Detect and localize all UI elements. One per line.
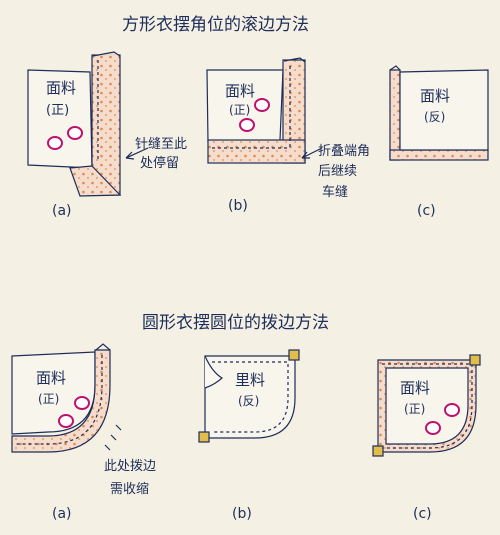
marker-dot [74, 396, 90, 410]
fabric-label: 面料 [36, 369, 66, 387]
note-text: 车缝 [322, 184, 348, 200]
side-label: (反) [238, 394, 259, 408]
side-label: (反) [424, 110, 445, 124]
note-text: 处停留 [140, 155, 179, 171]
marker-dot [444, 403, 460, 417]
binding-fold [389, 65, 401, 71]
fabric-label: 面料 [420, 87, 450, 105]
lining-panel [204, 355, 296, 439]
binding-end [469, 354, 481, 366]
pointer-arrow [301, 147, 323, 159]
binding-fold [283, 57, 306, 63]
note-text: 针缝至此 [135, 137, 187, 152]
figure-2c [372, 354, 481, 457]
figure-caption: (b) [232, 506, 252, 522]
marker-dot [67, 126, 83, 140]
binding-end [288, 349, 300, 361]
section-2-title: 圆形衣摆圆位的拨边方法 [142, 313, 329, 333]
pointer-arrow [125, 147, 149, 159]
note-text: 折叠端角 [318, 144, 370, 159]
figure-1a [27, 51, 149, 197]
figure-caption: (a) [52, 506, 72, 522]
ease-marks [104, 424, 122, 451]
side-label: (正) [46, 103, 69, 118]
marker-dot [58, 414, 74, 428]
marker-dot [47, 136, 63, 150]
figure-caption: (c) [417, 203, 436, 219]
fabric-label: 面料 [400, 379, 430, 397]
marker-dot [254, 98, 270, 112]
section-1-title: 方形衣摆角位的滚边方法 [122, 15, 309, 35]
note-text: 需收缩 [110, 481, 149, 497]
binding-strip-bottom [207, 139, 306, 164]
side-label: (正) [229, 103, 250, 117]
marker-dot [425, 421, 441, 435]
binding-end [198, 431, 210, 443]
side-label: (正) [38, 392, 59, 406]
fabric-label: 面料 [225, 82, 255, 100]
side-label: (正) [404, 402, 425, 416]
fabric-panel [385, 367, 469, 445]
binding-fold [92, 51, 121, 57]
stitch-line [382, 363, 473, 449]
note-text: 后继续 [318, 164, 357, 179]
binding-end [372, 445, 384, 457]
binding-fold [95, 343, 111, 351]
figure-caption: (b) [228, 198, 248, 214]
lining-fold [204, 355, 224, 389]
fabric-panel [399, 69, 489, 151]
figure-caption: (a) [52, 203, 72, 219]
figure-2a [11, 343, 122, 453]
note-text: 此处拨边 [104, 459, 156, 474]
figure-1c [389, 65, 489, 161]
binding-tail [69, 165, 122, 197]
binding-strip [11, 349, 111, 453]
figure-1b [206, 57, 323, 164]
binding-strip-bottom [389, 149, 489, 161]
figure-2b [198, 349, 300, 443]
binding-strip [389, 69, 401, 161]
marker-dot [239, 118, 255, 132]
fabric-label: 里料 [235, 371, 265, 389]
fabric-label: 面料 [46, 79, 76, 97]
figure-caption: (c) [413, 506, 432, 522]
